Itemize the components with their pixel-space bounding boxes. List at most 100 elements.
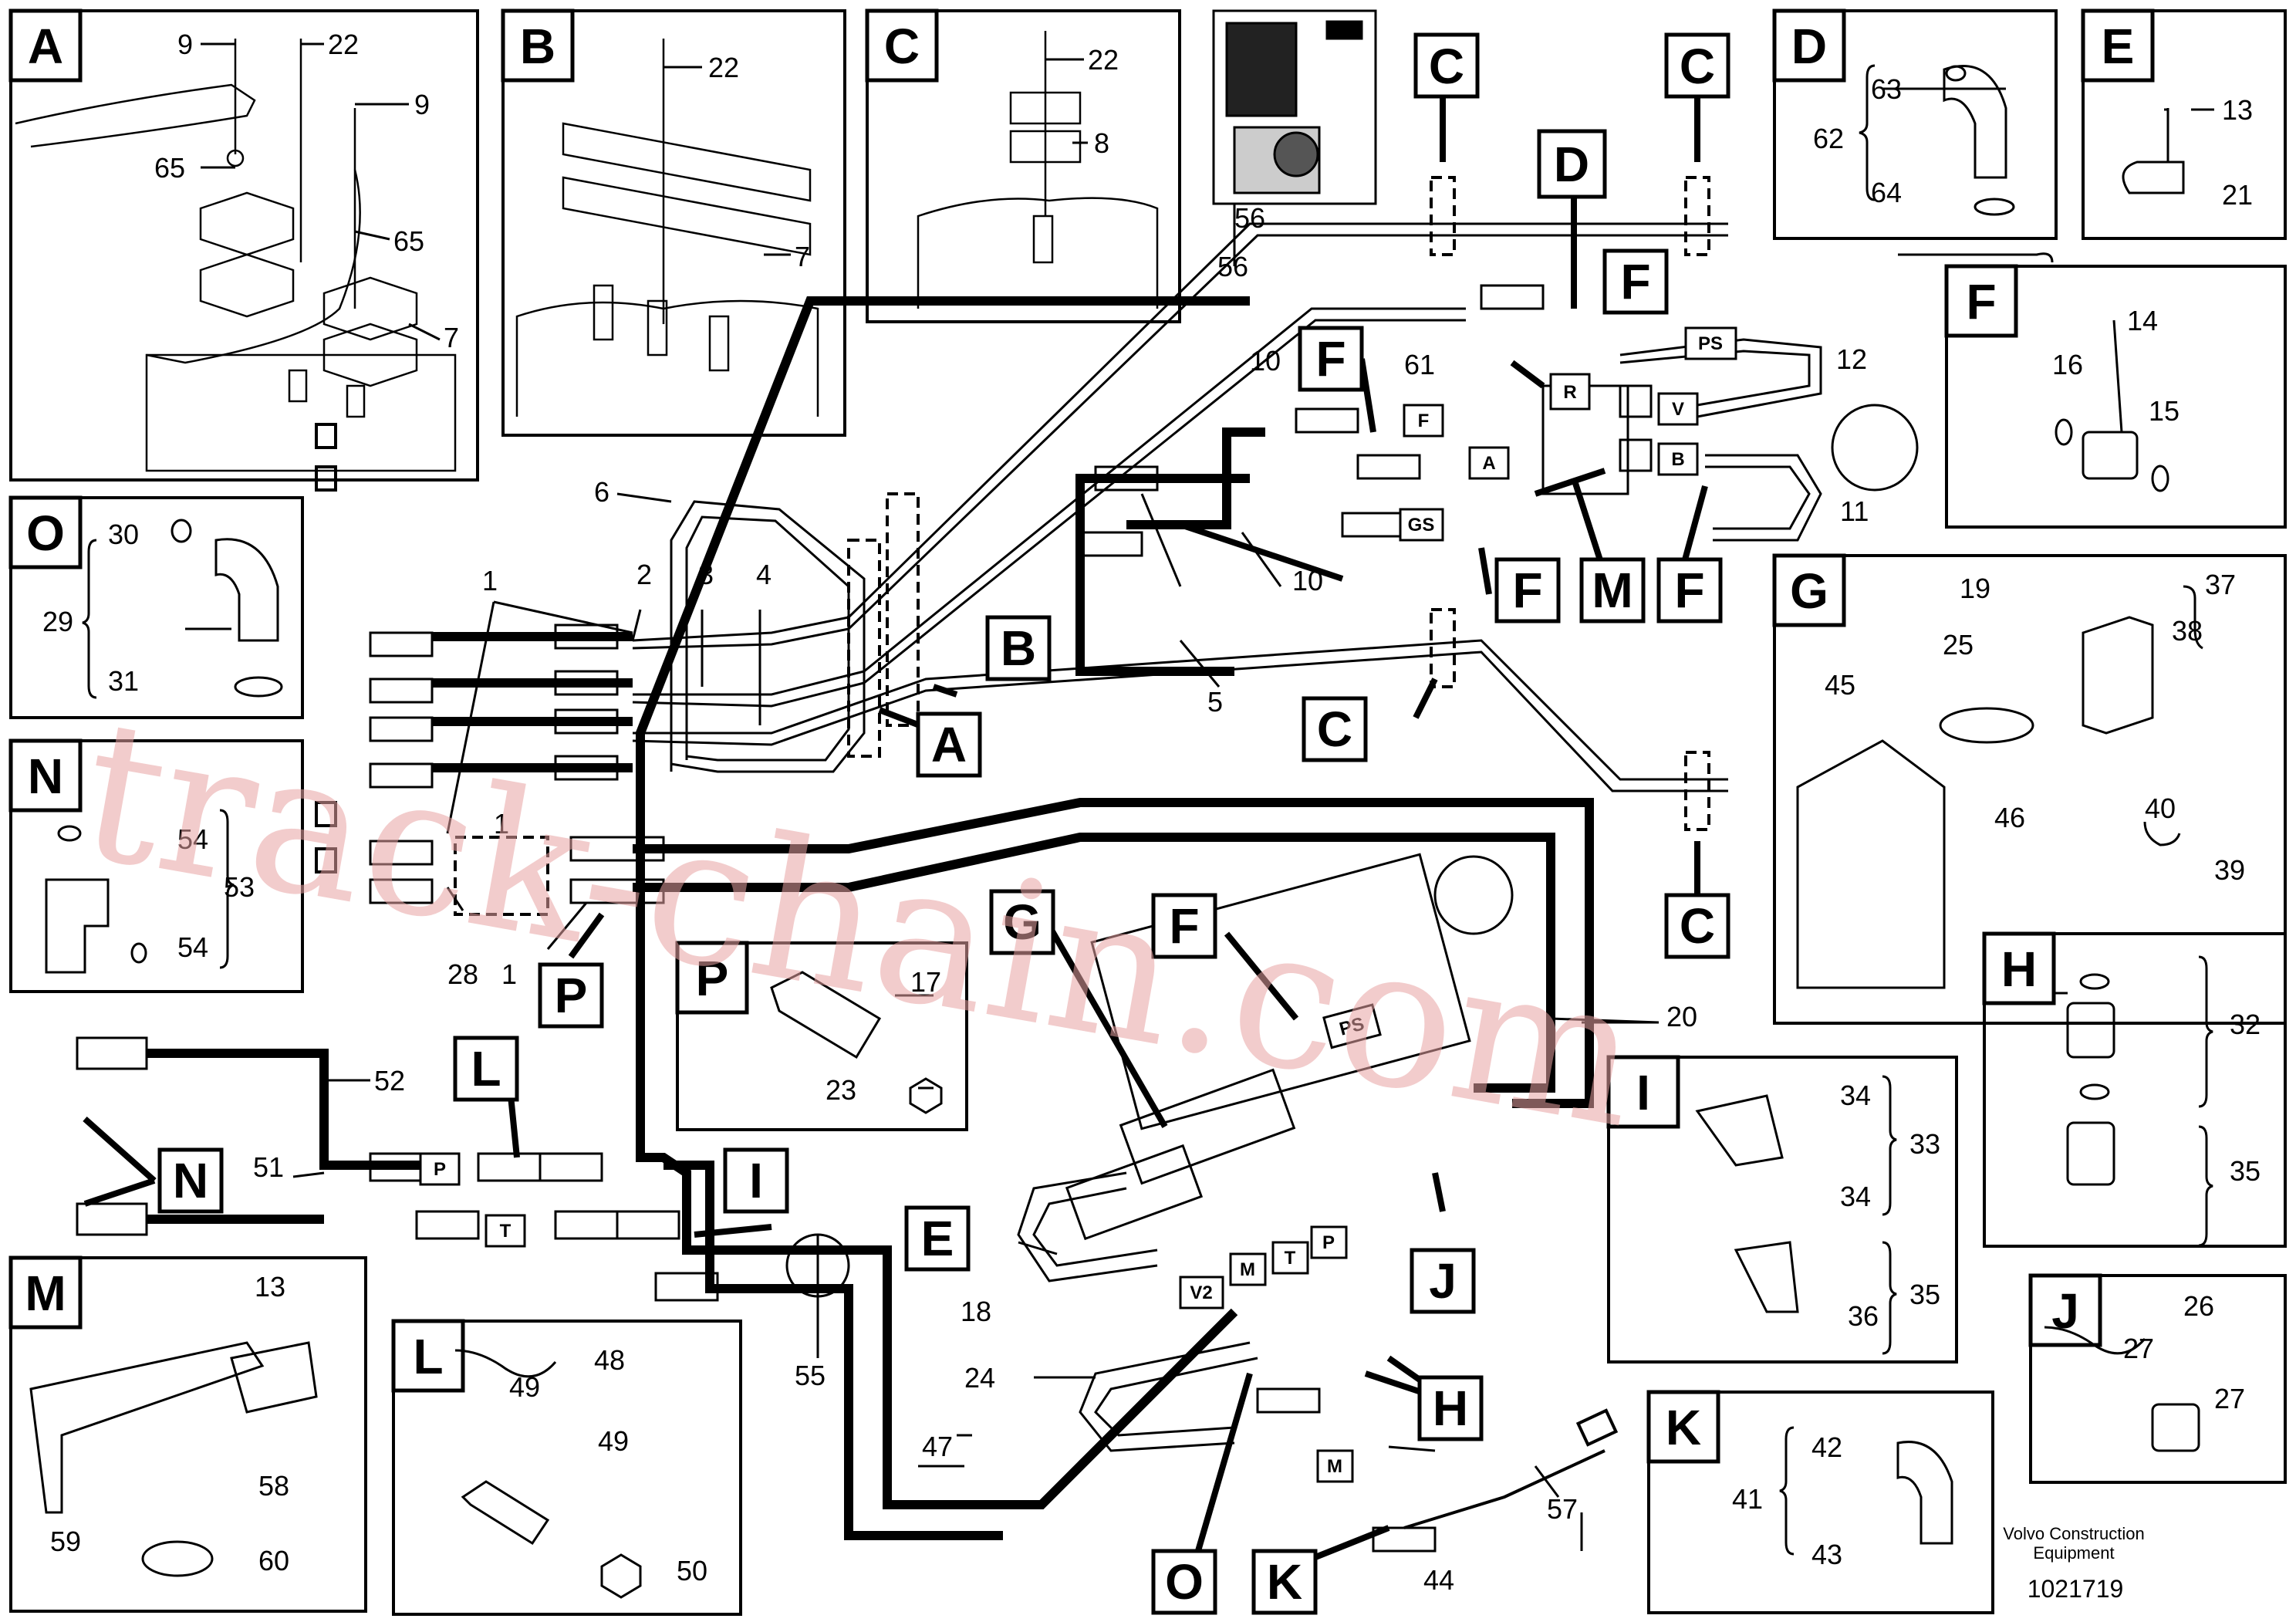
svg-text:F: F <box>1418 411 1430 431</box>
svg-text:18: 18 <box>961 1296 991 1327</box>
svg-text:62: 62 <box>1813 123 1844 154</box>
svg-text:45: 45 <box>1825 669 1855 701</box>
svg-text:V: V <box>1672 399 1684 420</box>
label-decal <box>1212 9 1377 205</box>
svg-text:P: P <box>434 1159 446 1180</box>
svg-text:D: D <box>1791 19 1827 74</box>
svg-text:33: 33 <box>1909 1128 1940 1160</box>
svg-text:19: 19 <box>1960 573 1990 604</box>
svg-text:44: 44 <box>1423 1564 1454 1596</box>
detail-panel-m <box>8 1255 367 1613</box>
svg-text:1: 1 <box>501 958 517 990</box>
svg-text:R: R <box>1563 382 1576 403</box>
svg-text:L: L <box>471 1041 501 1097</box>
svg-text:52: 52 <box>374 1065 405 1097</box>
detail-panel-b <box>501 8 846 437</box>
letter-boxes <box>157 32 1730 1615</box>
svg-text:47: 47 <box>922 1431 953 1462</box>
panel-letters: A B C D E F O G N P H I J M L K <box>25 19 2134 1455</box>
svg-text:55: 55 <box>795 1360 826 1391</box>
svg-text:A: A <box>1482 453 1495 474</box>
svg-text:65: 65 <box>393 225 424 257</box>
svg-text:A: A <box>931 717 967 772</box>
svg-text:9: 9 <box>414 89 430 120</box>
svg-text:29: 29 <box>42 606 73 637</box>
svg-text:B: B <box>1001 620 1036 676</box>
svg-text:17: 17 <box>910 966 941 998</box>
svg-text:B: B <box>1671 449 1684 470</box>
svg-text:G: G <box>1003 894 1042 950</box>
svg-text:track-chain.com: track-chain.com <box>67 677 1655 1171</box>
svg-text:F: F <box>1674 563 1704 618</box>
svg-text:60: 60 <box>258 1545 289 1576</box>
svg-text:M: M <box>1240 1259 1255 1280</box>
svg-text:36: 36 <box>1848 1300 1879 1332</box>
detail-panel-f <box>1944 264 2287 529</box>
svg-text:35: 35 <box>2230 1155 2261 1187</box>
svg-text:G: G <box>1790 563 1828 619</box>
svg-text:I: I <box>1636 1065 1650 1120</box>
svg-text:59: 59 <box>50 1526 81 1557</box>
detail-panel-k <box>1646 1390 1994 1614</box>
svg-text:64: 64 <box>1871 177 1902 208</box>
svg-text:20: 20 <box>1666 1001 1697 1032</box>
brand-line-1: Volvo Construction <box>2003 1524 2144 1543</box>
svg-text:56: 56 <box>1234 202 1265 234</box>
svg-text:22: 22 <box>708 52 739 83</box>
svg-text:13: 13 <box>255 1271 285 1303</box>
svg-text:53: 53 <box>224 871 255 903</box>
svg-text:F: F <box>1315 331 1346 387</box>
svg-text:25: 25 <box>1943 629 1974 661</box>
svg-text:23: 23 <box>826 1074 856 1106</box>
svg-text:1: 1 <box>494 808 509 840</box>
svg-text:54: 54 <box>177 823 208 855</box>
svg-text:M: M <box>1592 563 1633 618</box>
svg-text:H: H <box>2001 941 2037 997</box>
svg-text:50: 50 <box>677 1555 707 1587</box>
brand-line-2: Equipment <box>2033 1543 2114 1563</box>
svg-text:10: 10 <box>1292 565 1323 596</box>
svg-text:M: M <box>25 1265 66 1321</box>
svg-text:21: 21 <box>2222 179 2253 211</box>
svg-text:P: P <box>555 968 588 1023</box>
svg-text:V2: V2 <box>1190 1282 1212 1303</box>
svg-text:5: 5 <box>1207 686 1223 718</box>
detail-panel-c <box>865 8 1181 323</box>
detail-panel-o <box>8 495 304 719</box>
braces <box>82 64 2213 1556</box>
svg-text:22: 22 <box>328 29 359 60</box>
detail-panel-h <box>1982 931 2287 1248</box>
svg-text:9: 9 <box>177 29 193 60</box>
svg-text:7: 7 <box>444 322 459 353</box>
svg-text:A: A <box>28 19 63 74</box>
svg-text:T: T <box>1285 1248 1296 1269</box>
detail-panel-d <box>1772 8 2058 240</box>
svg-text:N: N <box>28 748 63 804</box>
drawing-number: 1021719 <box>2028 1575 2124 1603</box>
svg-text:F: F <box>1512 563 1542 618</box>
svg-text:14: 14 <box>2127 305 2158 336</box>
svg-text:42: 42 <box>1811 1431 1842 1463</box>
svg-text:F: F <box>1620 254 1650 309</box>
svg-text:7: 7 <box>795 241 810 272</box>
svg-text:1: 1 <box>482 565 498 596</box>
svg-text:H: H <box>1433 1380 1468 1436</box>
svg-text:D: D <box>1554 137 1589 192</box>
svg-text:65: 65 <box>154 152 185 184</box>
leader-lines <box>185 42 2214 1551</box>
svg-text:31: 31 <box>108 665 139 697</box>
svg-text:8: 8 <box>1094 127 1109 159</box>
svg-text:L: L <box>413 1329 443 1384</box>
svg-text:15: 15 <box>2149 395 2180 427</box>
detail-panel-i <box>1606 1055 1958 1363</box>
hose-routing <box>76 176 1919 1553</box>
svg-text:56: 56 <box>1217 251 1248 282</box>
letter-arrows <box>83 96 1708 1562</box>
svg-text:51: 51 <box>253 1151 284 1183</box>
svg-text:38: 38 <box>2172 615 2203 647</box>
svg-text:C: C <box>1680 39 1715 94</box>
svg-text:22: 22 <box>1088 44 1119 76</box>
svg-text:35: 35 <box>1909 1279 1940 1310</box>
svg-text:T: T <box>500 1221 512 1242</box>
svg-text:32: 32 <box>2230 1009 2261 1040</box>
